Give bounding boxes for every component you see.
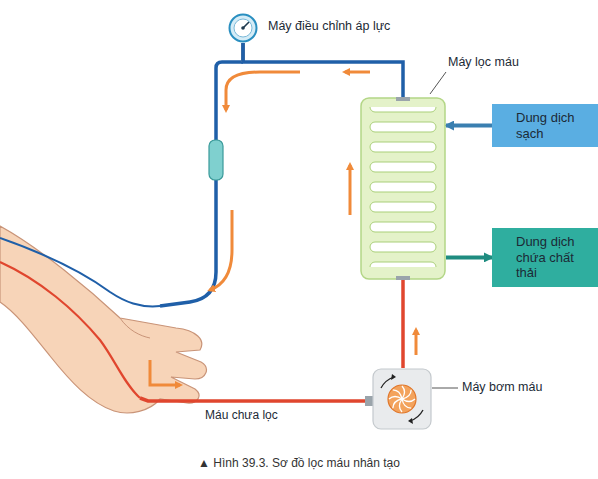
rotation-arrowhead [391,374,396,380]
dialyzer-shape [360,97,446,280]
rotation-arrowhead [408,418,413,424]
fluid-outlet [446,255,492,259]
red-artery [0,262,140,398]
rotor-blade [393,390,402,399]
gauge-pivot [241,26,245,30]
hand-fold [120,318,150,338]
dialyzer: Máy lọc máu [360,97,446,280]
gauge-face [234,19,252,37]
blood-pump: Máy bơm máu [372,368,432,430]
flow-arrow [210,210,232,290]
red-tube [140,398,374,401]
rotor-blade [393,399,402,408]
tube-label: Máu chưa lọc [205,408,278,422]
fluid-ground [492,228,598,287]
filter-slots [361,107,445,267]
rotor-blade [389,396,402,399]
leader-line [430,72,446,94]
arm [0,226,206,413]
figure-caption: ▲ Hình 39.3. Sơ đồ lọc máu nhân tạo [0,456,598,470]
flow-arrow [415,330,418,355]
filter-port [396,97,410,101]
flow-arrow [345,71,370,74]
fluid-label: Dung dịch chứa chất thải [516,234,590,281]
rotor-blade [402,399,411,408]
blue-vein [0,238,160,306]
filter-port [396,276,410,280]
flow-arrow [349,165,352,215]
part-label: Máy bơm máu [462,380,542,395]
pressure-gauge-shape [228,13,258,43]
blood-tube [401,280,405,368]
pressure-gauge: Máy điều chỉnh áp lực [228,13,258,43]
waste-fluid-box: Dung dịch chứa chất thải [492,228,598,287]
return-tube [243,43,403,97]
part-label: Máy điều chỉnh áp lực [268,19,390,34]
fluid-inlet [446,124,492,128]
rotor-blade [402,399,415,402]
gauge-dial [230,15,257,42]
rotor-blade [399,399,402,412]
flow-arrow [150,360,180,385]
blood-pump-shape [372,368,432,430]
pump-rotor [388,385,416,413]
blue-tube [160,62,243,306]
rotor-blade [402,390,411,399]
fluid-ground [492,104,598,147]
fluid-label: Dung dịch sạch [516,110,578,141]
filter-body [361,98,445,279]
drip-chamber [209,140,223,180]
part-label: Máy lọc máu [448,55,519,70]
rotor-blade [402,386,405,399]
clean-fluid-box: Dung dịch sạch [492,104,598,147]
leader-line [432,388,458,389]
pump-body [373,369,431,429]
flow-arrow [226,72,300,110]
